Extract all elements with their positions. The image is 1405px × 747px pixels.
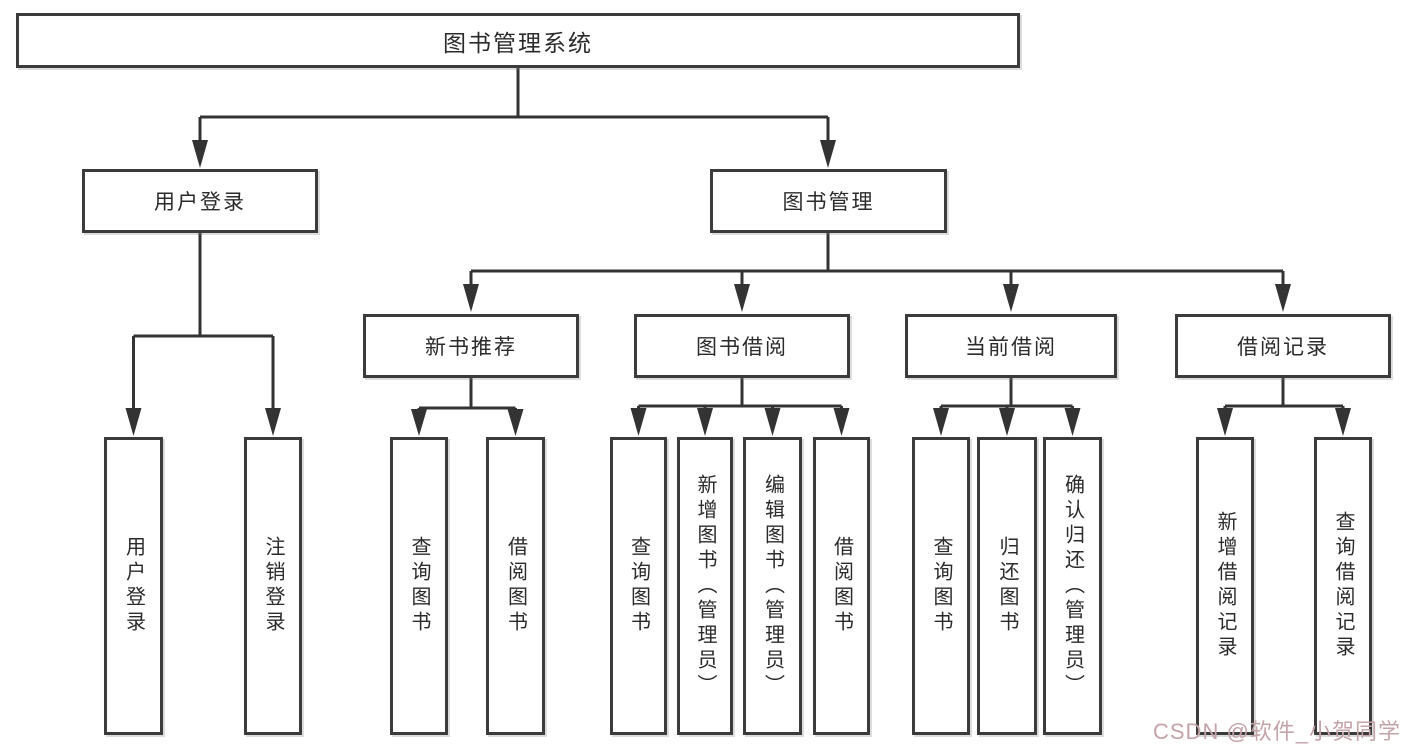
leaf-add-book-admin-label: 新增图书（管理员）	[694, 473, 716, 699]
node-borrow-record: 借阅记录	[1175, 314, 1391, 378]
node-root-label: 图书管理系统	[443, 29, 593, 56]
node-new-book-recommend: 新书推荐	[363, 314, 579, 378]
leaf-confirm-return-admin: 确认归还（管理员）	[1043, 437, 1102, 735]
leaf-borrow-book-1-label: 借阅图书	[504, 536, 527, 636]
node-borrow-record-label: 借阅记录	[1237, 336, 1329, 359]
leaf-return-book: 归还图书	[977, 437, 1037, 735]
leaf-query-book-3-label: 查询图书	[930, 536, 952, 636]
leaf-logout-label: 注销登录	[262, 536, 284, 636]
leaf-add-borrow-record-label: 新增借阅记录	[1214, 511, 1236, 661]
leaf-edit-book-admin-label: 编辑图书（管理员）	[761, 473, 784, 699]
leaf-query-book-1-label: 查询图书	[408, 536, 430, 636]
leaf-return-book-label: 归还图书	[996, 536, 1018, 636]
node-book-borrow: 图书借阅	[634, 314, 850, 378]
node-new-book-recommend-label: 新书推荐	[425, 336, 517, 359]
leaf-logout: 注销登录	[244, 437, 302, 735]
edge-user-login-to-leaves	[125, 231, 281, 436]
edge-new-book-recommend-to-leaves	[411, 376, 524, 436]
leaf-user-login-label: 用户登录	[122, 536, 145, 636]
csdn-watermark: CSDN @软件_小贺同学	[1153, 719, 1402, 744]
edge-borrow-record-to-leaves	[1217, 376, 1351, 436]
node-root: 图书管理系统	[16, 13, 1020, 68]
leaf-borrow-book-2-label: 借阅图书	[830, 536, 853, 636]
leaf-query-borrow-record: 查询借阅记录	[1314, 437, 1372, 735]
node-current-borrow: 当前借阅	[905, 314, 1117, 378]
leaf-query-book-1: 查询图书	[390, 437, 448, 735]
node-current-borrow-label: 当前借阅	[965, 336, 1057, 359]
leaf-user-login: 用户登录	[104, 437, 163, 735]
node-book-borrow-label: 图书借阅	[696, 336, 788, 359]
leaf-query-book-2: 查询图书	[610, 437, 667, 735]
edge-book-borrow-to-leaves	[630, 376, 850, 436]
leaf-edit-book-admin: 编辑图书（管理员）	[743, 437, 802, 735]
edge-current-borrow-to-leaves	[933, 376, 1081, 436]
leaf-add-borrow-record: 新增借阅记录	[1196, 437, 1254, 735]
edge-book-management-to-level3	[463, 231, 1291, 312]
leaf-borrow-book-2: 借阅图书	[813, 437, 870, 735]
leaf-borrow-book-1: 借阅图书	[486, 437, 545, 735]
node-user-login-label: 用户登录	[154, 191, 246, 214]
leaf-confirm-return-admin-label: 确认归还（管理员）	[1061, 473, 1084, 699]
leaf-query-book-2-label: 查询图书	[627, 536, 650, 636]
edge-root-to-level2	[192, 66, 836, 168]
leaf-add-book-admin: 新增图书（管理员）	[677, 437, 733, 735]
leaf-query-borrow-record-label: 查询借阅记录	[1332, 511, 1354, 661]
node-book-management-label: 图书管理	[782, 191, 875, 214]
leaf-query-book-3: 查询图书	[912, 437, 970, 735]
node-book-management: 图书管理	[710, 169, 947, 233]
node-user-login: 用户登录	[82, 169, 318, 233]
